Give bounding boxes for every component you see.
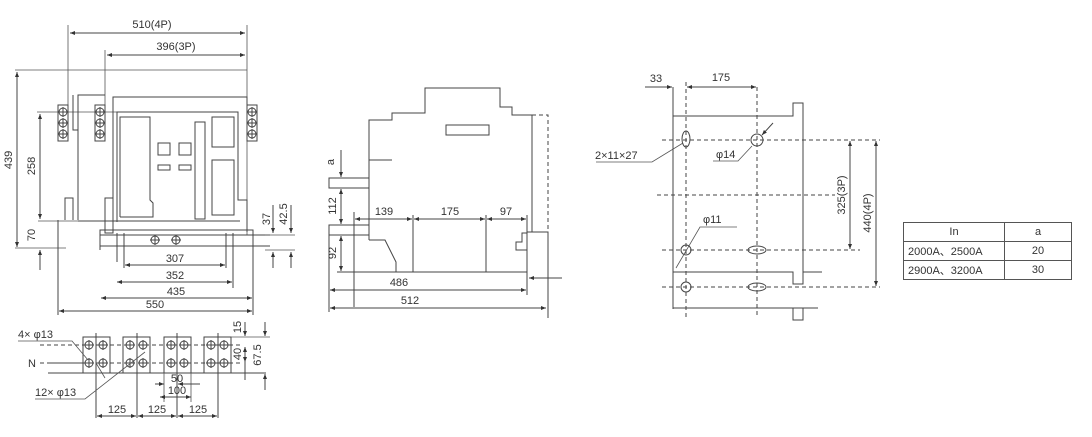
dim-97: 97 — [500, 206, 512, 218]
dim-396-3p: 396(3P) — [156, 41, 195, 53]
mounting-view: 33 175 2×11×27 φ14 φ11 325(3P) 440(4P) — [595, 72, 880, 321]
dim-70: 70 — [26, 229, 38, 241]
cell-in: 2000A、2500A — [903, 241, 1005, 261]
dim-486: 486 — [390, 277, 408, 289]
dim-33: 33 — [650, 73, 662, 85]
dim-512: 512 — [401, 295, 419, 307]
dim-a: a — [325, 158, 337, 165]
hole-14 — [750, 133, 764, 147]
label-4x-phi13: 4× φ13 — [18, 329, 53, 341]
dim-175-side: 175 — [441, 206, 459, 218]
dim-440-4p: 440(4P) — [862, 193, 874, 232]
cell-in: 2900A、3200A — [903, 260, 1005, 280]
cell-a: 20 — [1004, 241, 1072, 261]
busbar-group-2 — [163, 333, 192, 418]
dim-67-5: 67.5 — [252, 344, 264, 365]
terminal-block-right — [246, 104, 258, 142]
dim-pitch-2: 125 — [148, 404, 166, 416]
label-phi14: φ14 — [716, 149, 735, 161]
dim-37: 37 — [261, 213, 273, 225]
slot-hole — [681, 130, 691, 148]
dim-510-4p: 510(4P) — [132, 19, 171, 31]
dim-15: 15 — [232, 321, 244, 333]
dim-139: 139 — [375, 206, 393, 218]
dim-112: 112 — [327, 197, 339, 215]
dim-42-5: 42.5 — [278, 203, 290, 224]
dim-pitch-3: 125 — [189, 404, 207, 416]
dim-258: 258 — [26, 157, 38, 175]
busbar-group-1 — [122, 333, 151, 418]
side-view: a 112 92 139 175 97 486 512 — [325, 87, 562, 318]
dim-100: 100 — [168, 385, 186, 397]
busbar-group-3 — [203, 333, 232, 418]
terminal-block-left — [57, 104, 69, 142]
header-in: In — [903, 222, 1005, 242]
current-rating-table: In a 2000A、2500A 20 2900A、3200A 30 — [903, 222, 1072, 280]
table-row: 2000A、2500A 20 — [903, 241, 1072, 261]
dim-325-3p: 325(3P) — [836, 175, 848, 214]
header-a: a — [1004, 222, 1072, 242]
dim-352: 352 — [166, 270, 184, 282]
front-view: 510(4P) 396(3P) 439 258 70 — [3, 19, 295, 315]
terminal-block-mid — [94, 104, 106, 142]
label-n: N — [28, 358, 36, 370]
dim-pitch-1: 125 — [108, 404, 126, 416]
dim-550: 550 — [146, 299, 164, 311]
dim-40: 40 — [232, 348, 244, 360]
dim-92: 92 — [327, 247, 339, 259]
busbar-group-n — [82, 333, 111, 418]
dim-435: 435 — [167, 286, 185, 298]
dim-175-mount: 175 — [712, 72, 730, 84]
dim-50: 50 — [171, 373, 183, 385]
dim-307: 307 — [166, 253, 184, 265]
table-header-row: In a — [903, 222, 1072, 242]
label-phi11: φ11 — [703, 214, 722, 226]
dim-439: 439 — [3, 151, 15, 169]
label-slot-2x11x27: 2×11×27 — [595, 150, 638, 162]
terminal-view: 4× φ13 12× φ13 N 15 40 67.5 50 100 125 1… — [18, 321, 270, 418]
cell-a: 30 — [1004, 260, 1072, 280]
table-row: 2900A、3200A 30 — [903, 260, 1072, 280]
label-12x-phi13: 12× φ13 — [35, 387, 76, 399]
